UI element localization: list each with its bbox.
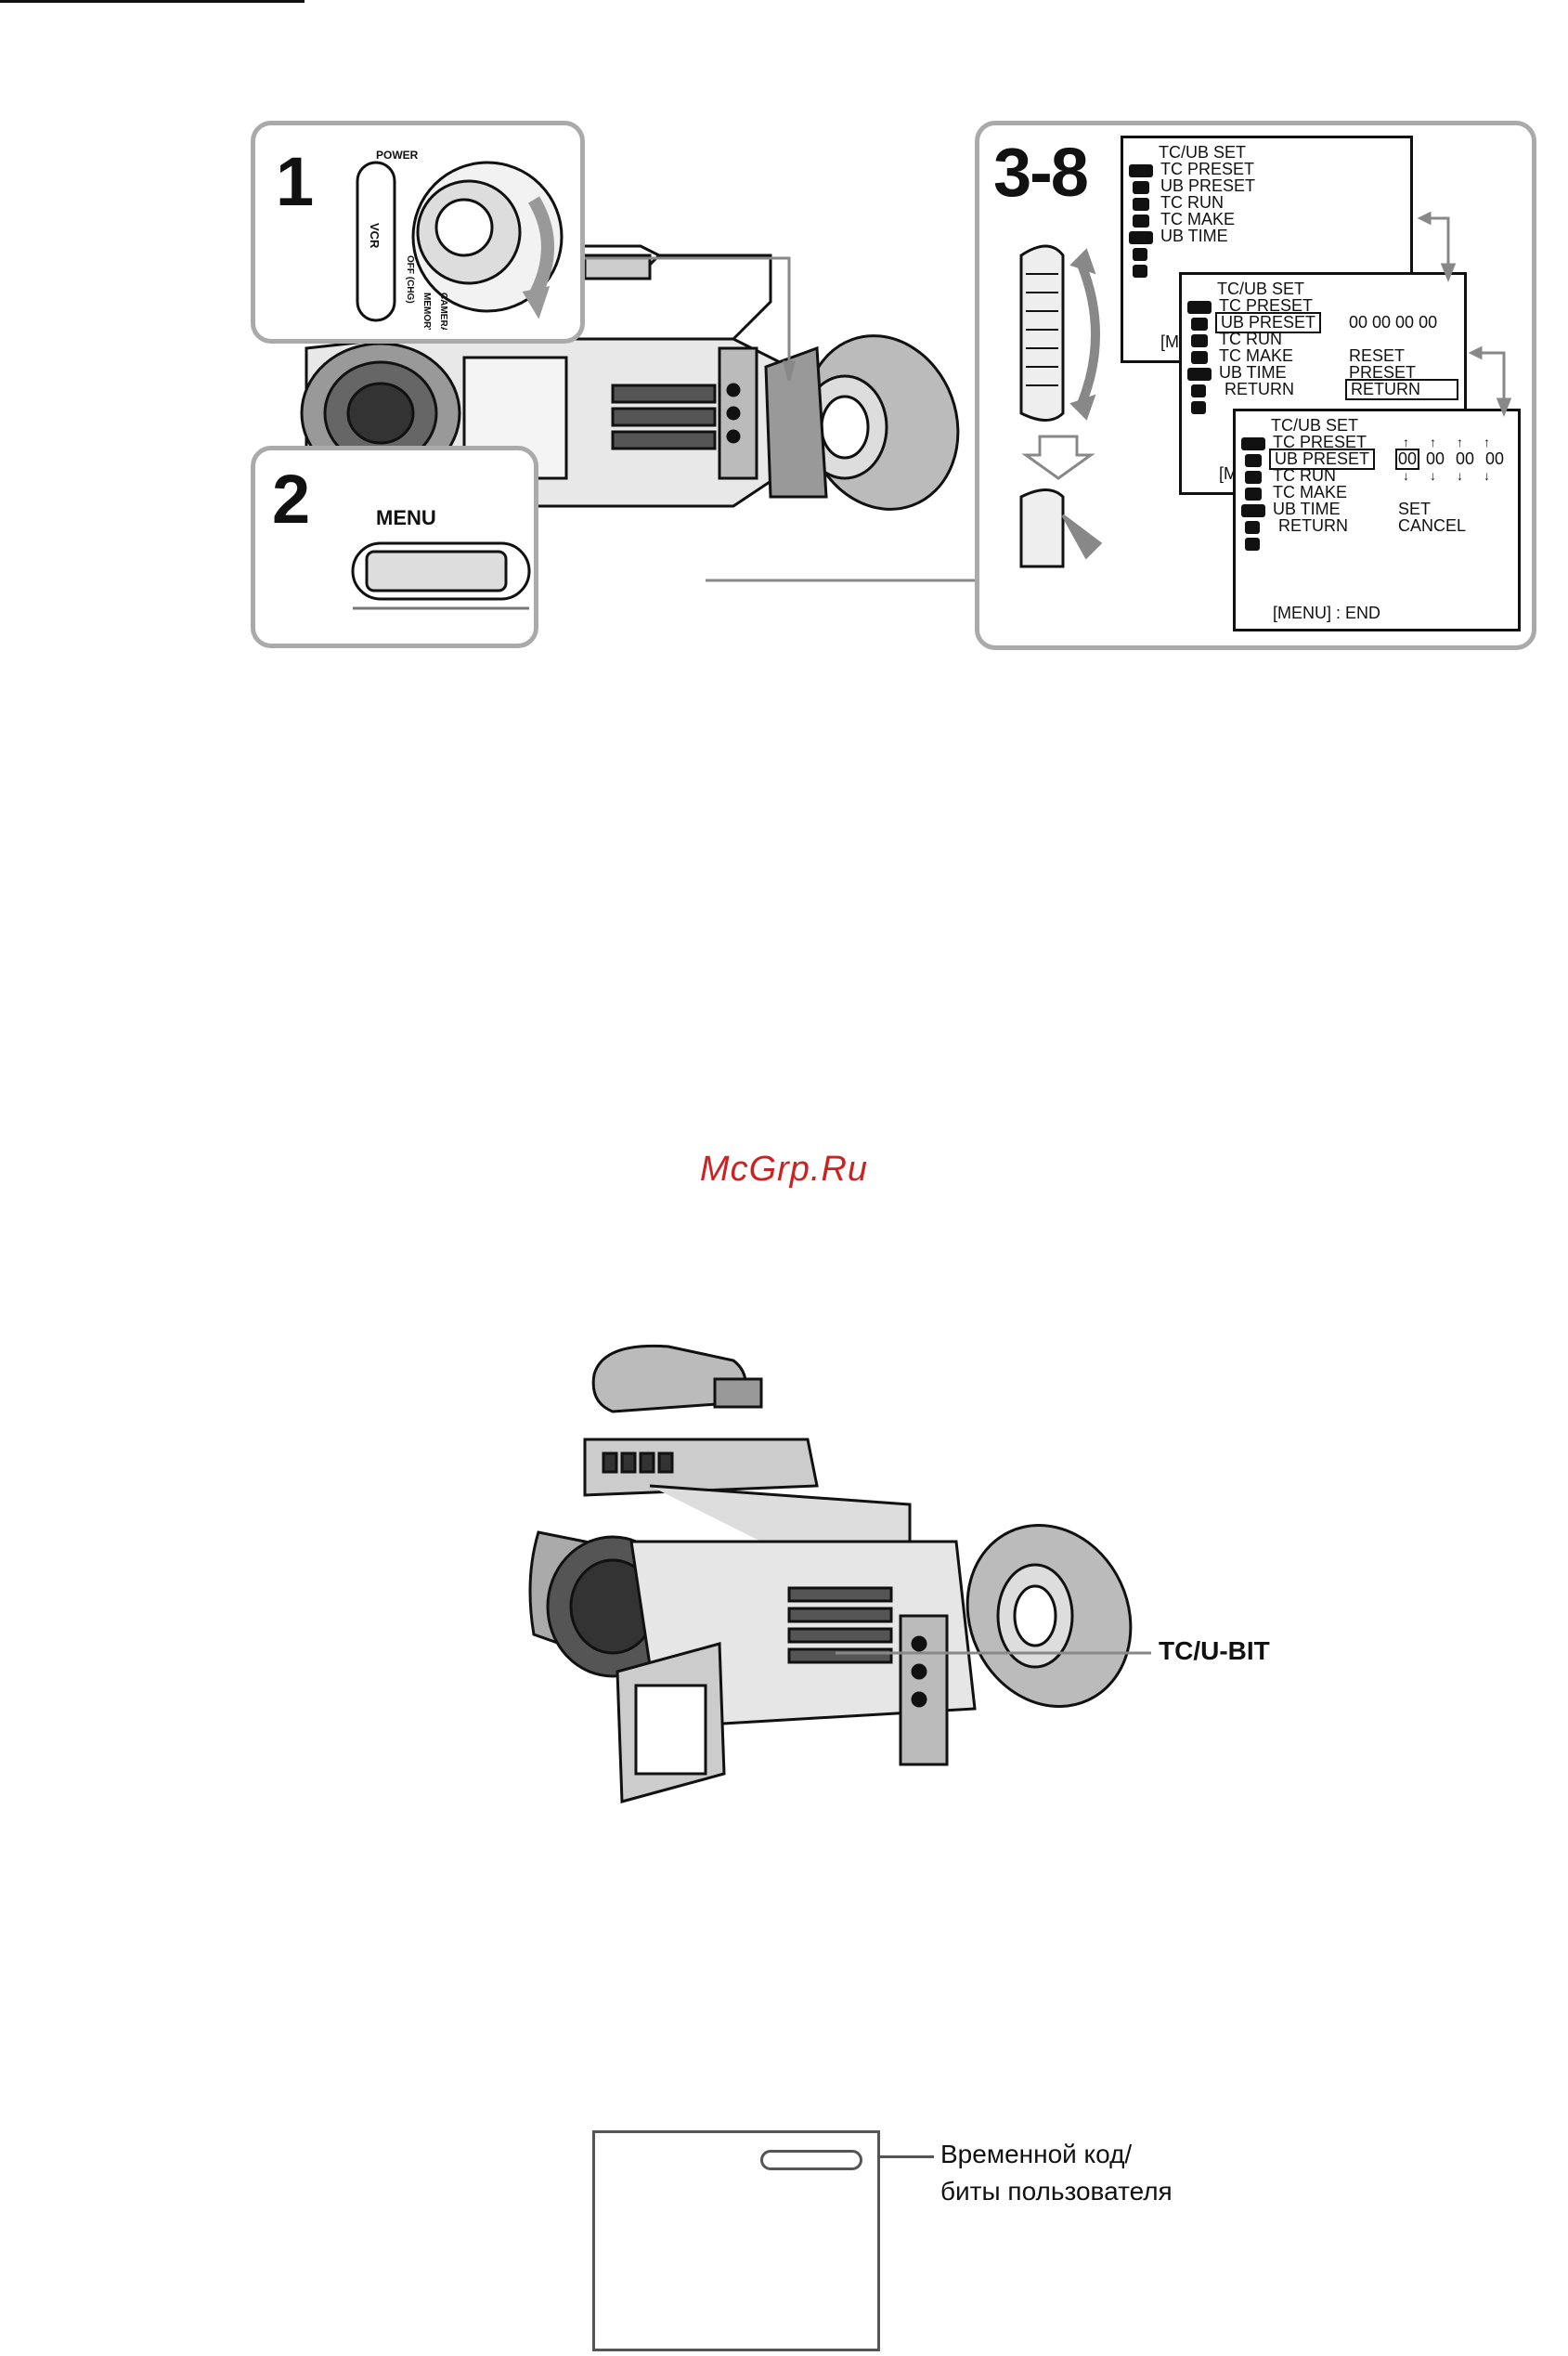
- menu-flow-arrows: [1417, 211, 1512, 418]
- camera-icon: [1245, 471, 1262, 484]
- camcorder-drawing: [528, 1344, 1151, 1803]
- power-switch-drawing: POWER VCR OFF (CHG) MEMORY CAMERA: [356, 149, 564, 330]
- tc-preset-item[interactable]: TC PRESET: [1160, 160, 1255, 178]
- power-label: POWER: [376, 149, 419, 162]
- menu-screen-3: TC/UB SET TC PRESET UB PRESET TC RUN TC …: [1233, 409, 1521, 631]
- tc-u-bit-label: TC/U-BIT: [1159, 1636, 1270, 1665]
- caption-line-1: Временной код/: [940, 2140, 1133, 2168]
- header-rule: [0, 0, 305, 3]
- tc-make-item[interactable]: TC MAKE: [1273, 483, 1348, 501]
- tc-icon: [1241, 437, 1265, 450]
- tc-icon: [1129, 164, 1153, 177]
- menu1-footer: [M: [1160, 332, 1179, 351]
- tc-run-item[interactable]: TC RUN: [1219, 330, 1282, 348]
- menu1-title: TC/UB SET: [1159, 143, 1247, 162]
- reset-option[interactable]: RESET: [1349, 346, 1406, 365]
- tc-make-item[interactable]: TC MAKE: [1160, 210, 1236, 228]
- menu2-title: TC/UB SET: [1217, 280, 1305, 298]
- menu3-footer: [MENU] : END: [1273, 604, 1381, 622]
- screen-diagram: [592, 2130, 880, 2351]
- screen-caption: Временной код/ биты пользователя: [940, 2136, 1173, 2210]
- off-position-label: OFF (CHG): [405, 255, 415, 304]
- jog-dial-drawing: [1019, 244, 1103, 568]
- step2-number: 2: [272, 461, 310, 538]
- caption-line-2: биты пользователя: [940, 2177, 1173, 2206]
- cm-icon: [1187, 368, 1212, 381]
- return-item[interactable]: RETURN: [1278, 516, 1348, 535]
- ub-preset-item[interactable]: UB PRESET: [1160, 176, 1256, 195]
- lcd-icon: [1133, 248, 1147, 261]
- tape-icon: [1133, 215, 1149, 228]
- menu-button-label: MENU: [376, 506, 436, 529]
- camera-icon: [1191, 334, 1208, 347]
- ub-time-item[interactable]: UB TIME: [1273, 500, 1341, 518]
- setup-icon: [1245, 538, 1260, 551]
- step3-number: 3-8: [993, 134, 1089, 211]
- tc-preset-item[interactable]: TC PRESET: [1273, 433, 1367, 451]
- digit-field-2[interactable]: 00: [1426, 449, 1445, 468]
- cm-icon: [1241, 504, 1265, 517]
- lcd-icon: [1245, 521, 1260, 534]
- digit-arrows-up: ↑↑↑↑: [1403, 435, 1510, 449]
- timecode-display-area: [760, 2150, 862, 2170]
- vcr-position-label: VCR: [368, 223, 382, 249]
- setup-icon: [1133, 265, 1147, 278]
- watermark: McGrp.Ru: [699, 1150, 869, 1189]
- digit-arrows-down: ↓↓↓↓: [1403, 468, 1510, 483]
- menu-screen-1: TC/UB SET TC PRESET UB PRESET TC RUN TC …: [1121, 136, 1413, 363]
- step1-panel: 1 POWER VCR OFF (CHG) MEMORY CAMERA: [251, 121, 585, 344]
- ub-preset-item[interactable]: UB PRESET: [1269, 449, 1376, 470]
- return-item[interactable]: RETURN: [1225, 380, 1294, 398]
- lcd-icon: [1191, 384, 1206, 397]
- ub-preset-value: 00 00 00 00: [1349, 313, 1438, 332]
- digit-field-4[interactable]: 00: [1485, 449, 1505, 468]
- tape-icon: [1245, 488, 1262, 501]
- ub-preset-item[interactable]: UB PRESET: [1215, 312, 1322, 333]
- ub-icon: [1191, 318, 1208, 331]
- tc-preset-item[interactable]: TC PRESET: [1219, 296, 1314, 315]
- menu3-title: TC/UB SET: [1271, 416, 1359, 435]
- digit-field-3[interactable]: 00: [1456, 449, 1475, 468]
- memory-position-label: MEMORY: [421, 293, 432, 330]
- step2-panel: 2 MENU: [251, 446, 538, 648]
- ub-icon: [1245, 454, 1262, 467]
- menu-button-drawing: [351, 541, 531, 610]
- tc-run-item[interactable]: TC RUN: [1160, 193, 1224, 212]
- set-option[interactable]: SET: [1398, 500, 1432, 518]
- ub-time-item[interactable]: UB TIME: [1219, 363, 1287, 382]
- tc-make-item[interactable]: TC MAKE: [1219, 346, 1294, 365]
- return-option[interactable]: RETURN: [1345, 379, 1458, 400]
- tape-icon: [1191, 351, 1208, 364]
- cm-icon: [1129, 231, 1153, 244]
- step1-number: 1: [276, 143, 314, 220]
- setup-icon: [1191, 401, 1206, 414]
- cancel-option[interactable]: CANCEL: [1398, 516, 1467, 535]
- tc-icon: [1187, 301, 1212, 314]
- ub-time-item[interactable]: UB TIME: [1160, 227, 1228, 245]
- camera-icon: [1133, 198, 1149, 211]
- digit-field-1[interactable]: 00: [1395, 449, 1420, 470]
- tc-run-item[interactable]: TC RUN: [1273, 466, 1336, 485]
- caption-leader-line: [878, 2155, 934, 2158]
- preset-option[interactable]: PRESET: [1349, 363, 1417, 382]
- camera-position-label: CAMERA: [438, 293, 448, 330]
- ub-icon: [1133, 181, 1149, 194]
